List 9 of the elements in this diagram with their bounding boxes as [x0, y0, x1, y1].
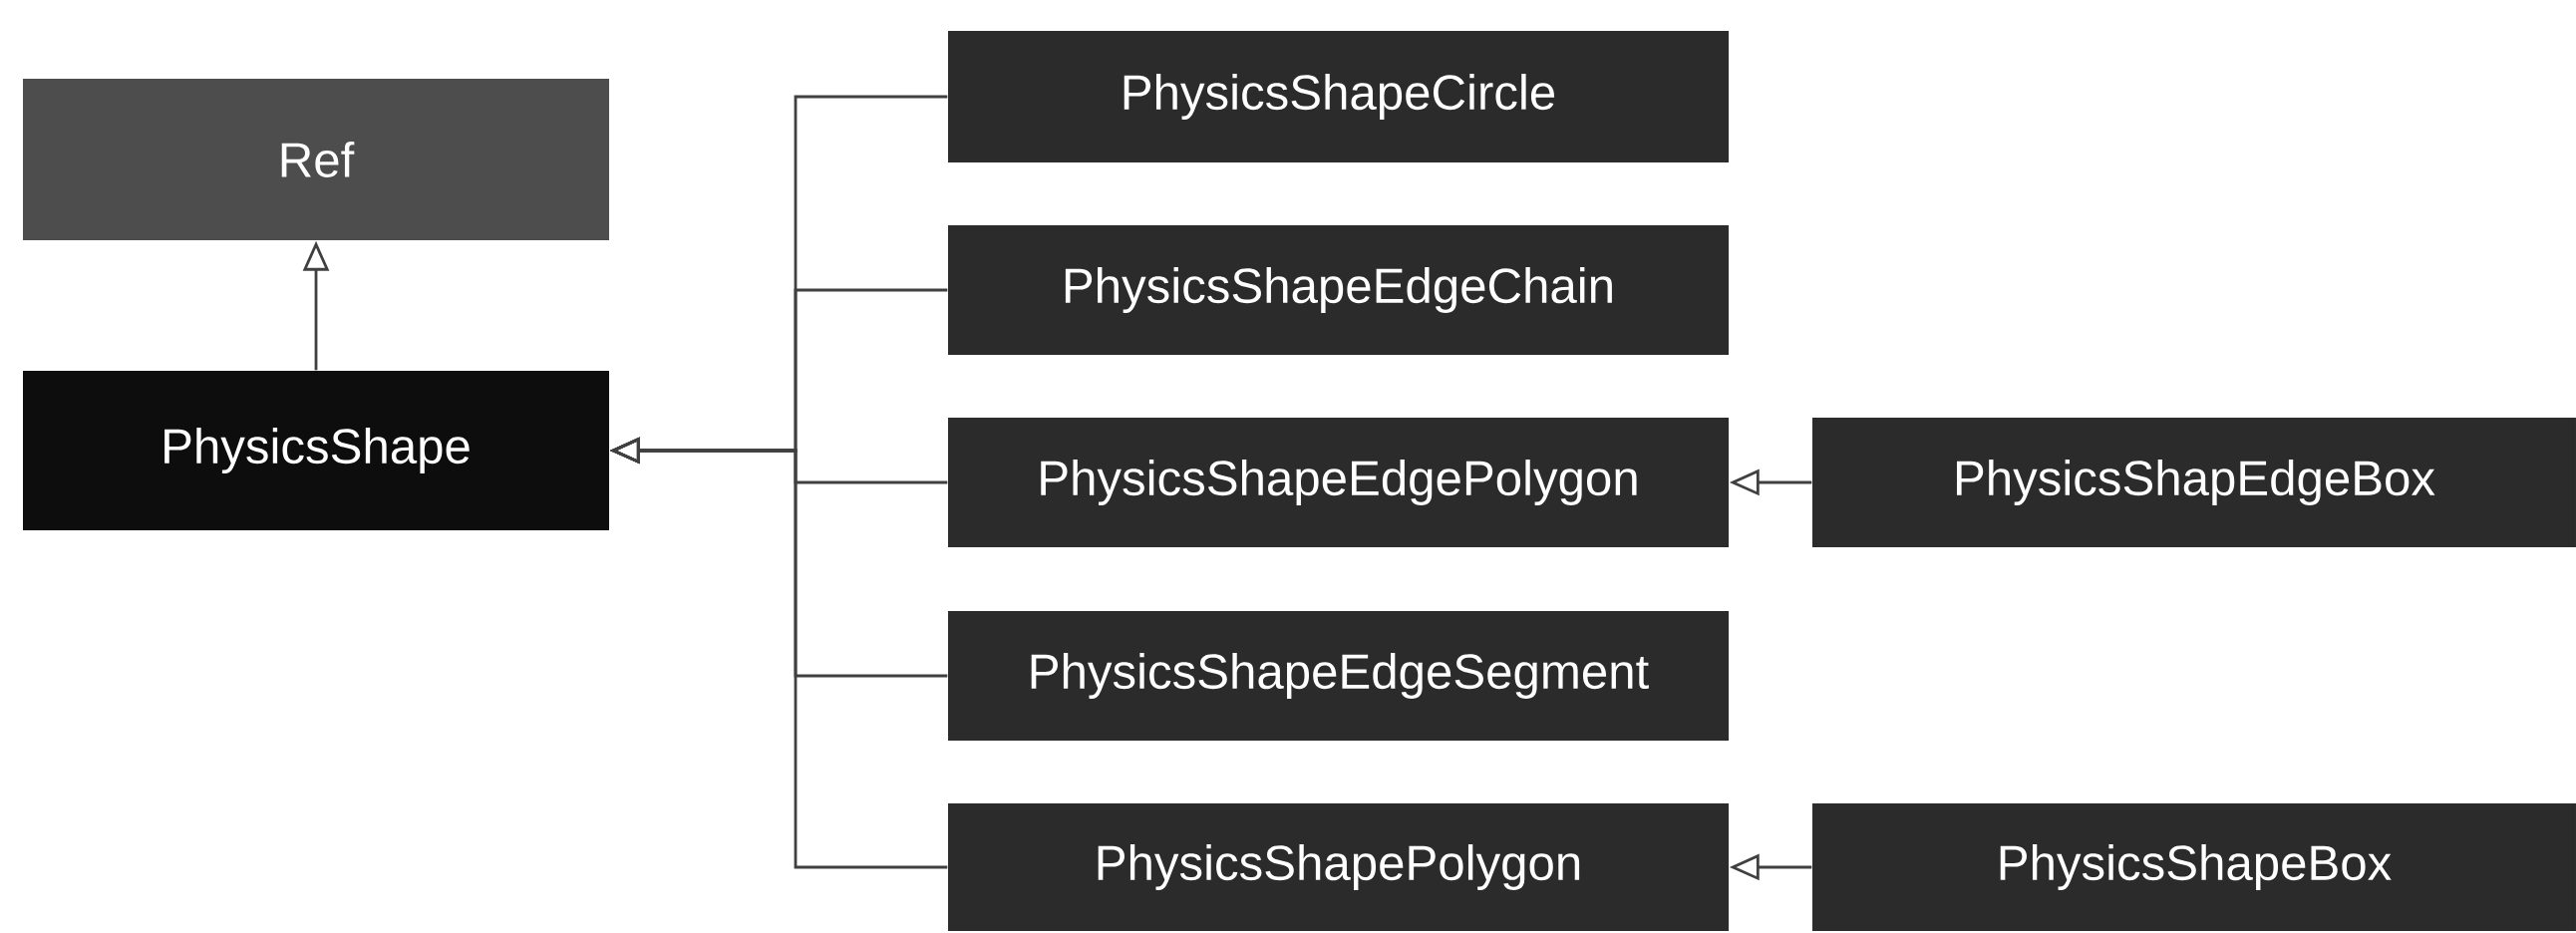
class-box: PhysicsShapePolygon [948, 803, 1730, 931]
class-box: PhysicsShapeEdgeSegment [948, 611, 1730, 741]
class-box: PhysicsShapeEdgePolygon [948, 418, 1730, 547]
class-box: PhysicsShapeCircle [948, 31, 1730, 162]
class-box: PhysicsShapeBox [1812, 803, 2576, 931]
class-box: PhysicsShapeEdgeChain [948, 225, 1730, 355]
class-box: Ref [23, 78, 609, 240]
class-box: PhysicsShape [23, 371, 609, 530]
class-box: PhysicsShapEdgeBox [1812, 418, 2576, 547]
